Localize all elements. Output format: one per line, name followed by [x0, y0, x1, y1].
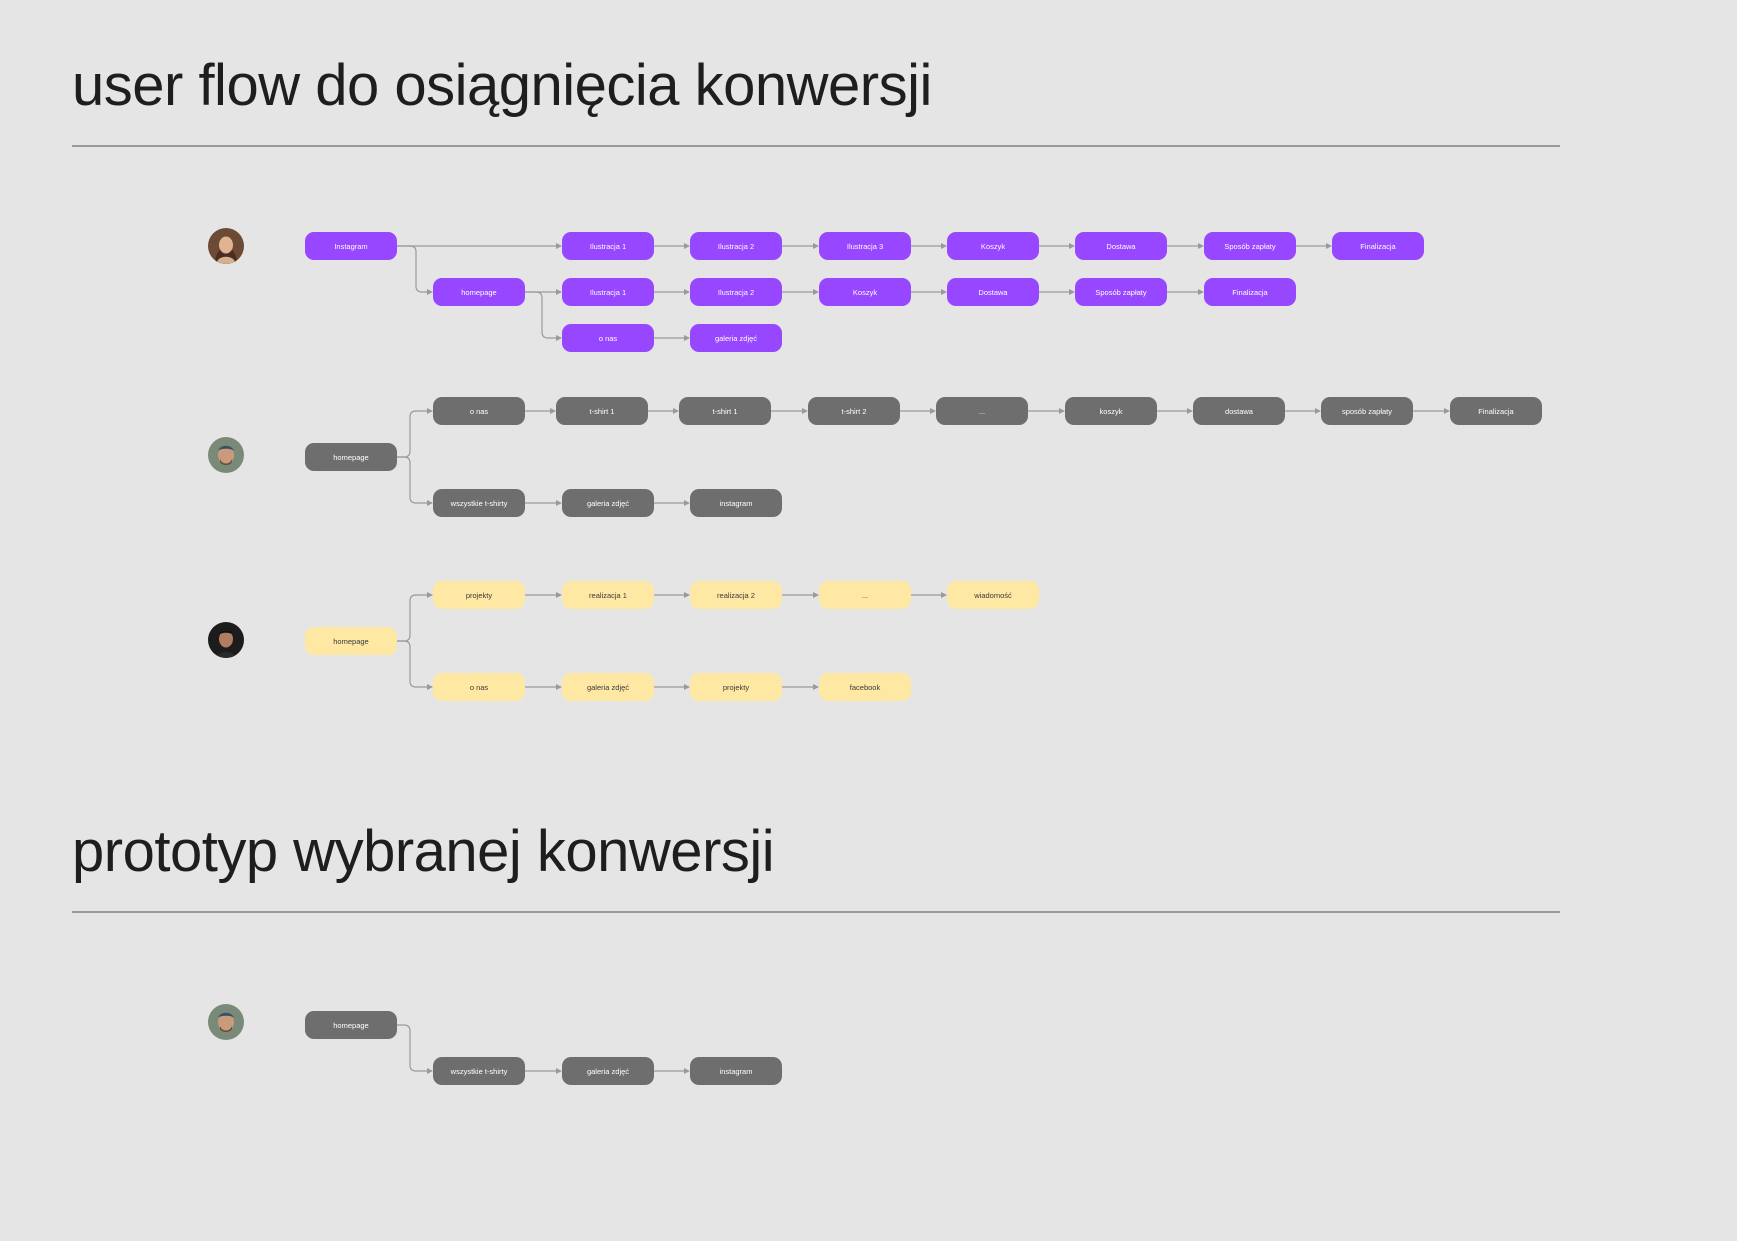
flow-node[interactable]: projekty [433, 581, 525, 609]
flow-node[interactable]: t-shirt 1 [556, 397, 648, 425]
user-avatar-icon [208, 228, 244, 264]
flow-node[interactable]: Koszyk [819, 278, 911, 306]
flow-node[interactable]: Ilustracja 1 [562, 278, 654, 306]
flow-node-start[interactable]: homepage [305, 443, 397, 471]
flow-node[interactable]: dostawa [1193, 397, 1285, 425]
flow-node[interactable]: Ilustracja 1 [562, 232, 654, 260]
section-divider [72, 911, 1560, 913]
flow-node[interactable]: Dostawa [1075, 232, 1167, 260]
flow-node[interactable]: galeria zdjęć [690, 324, 782, 352]
flow-node[interactable]: instagram [690, 489, 782, 517]
section-divider [72, 145, 1560, 147]
flow-node[interactable]: Finalizacja [1332, 232, 1424, 260]
flow-node[interactable]: galeria zdjęć [562, 489, 654, 517]
flow-node[interactable]: realizacja 2 [690, 581, 782, 609]
flow-node[interactable]: koszyk [1065, 397, 1157, 425]
flow-node[interactable]: ... [936, 397, 1028, 425]
flow-node[interactable]: o nas [433, 673, 525, 701]
flow-node[interactable]: Ilustracja 2 [690, 278, 782, 306]
user-avatar-icon [208, 622, 244, 658]
flow-node-start[interactable]: homepage [305, 1011, 397, 1039]
flow-node[interactable]: o nas [433, 397, 525, 425]
flow-node[interactable]: Ilustracja 2 [690, 232, 782, 260]
flow-node[interactable]: Sposób zapłaty [1075, 278, 1167, 306]
flow-node[interactable]: Dostawa [947, 278, 1039, 306]
flow-node[interactable]: t-shirt 1 [679, 397, 771, 425]
section-title-prototype: prototyp wybranej konwersji [72, 819, 775, 884]
connector-line [397, 245, 433, 295]
connector-line [397, 640, 433, 690]
flow-node[interactable]: galeria zdjęć [562, 673, 654, 701]
flow-node[interactable]: instagram [690, 1057, 782, 1085]
connector-line [397, 408, 433, 458]
flow-node[interactable]: Ilustracja 3 [819, 232, 911, 260]
connector-line [525, 291, 562, 341]
flow-node[interactable]: facebook [819, 673, 911, 701]
flow-node-start[interactable]: homepage [305, 627, 397, 655]
section-title-user-flow: user flow do osiągnięcia konwersji [72, 53, 932, 118]
user-avatar-icon [208, 1004, 244, 1040]
connector-line [397, 592, 433, 642]
flow-node-start[interactable]: Instagram [305, 232, 397, 260]
flow-node[interactable]: Finalizacja [1450, 397, 1542, 425]
flow-node[interactable]: galeria zdjęć [562, 1057, 654, 1085]
flow-node[interactable]: projekty [690, 673, 782, 701]
flow-node[interactable]: realizacja 1 [562, 581, 654, 609]
flow-node[interactable]: ... [819, 581, 911, 609]
connector-line [397, 456, 433, 506]
flow-node[interactable]: homepage [433, 278, 525, 306]
flow-node[interactable]: Sposób zapłaty [1204, 232, 1296, 260]
flow-node[interactable]: wszystkie t-shirty [433, 489, 525, 517]
flow-node[interactable]: sposób zapłaty [1321, 397, 1413, 425]
flow-node[interactable]: t-shirt 2 [808, 397, 900, 425]
flow-node[interactable]: wszystkie t-shirty [433, 1057, 525, 1085]
user-avatar-icon [208, 437, 244, 473]
flow-node[interactable]: Finalizacja [1204, 278, 1296, 306]
flow-node[interactable]: o nas [562, 324, 654, 352]
flow-node[interactable]: Koszyk [947, 232, 1039, 260]
connector-line [397, 1024, 433, 1074]
flow-node[interactable]: wiadomość [947, 581, 1039, 609]
